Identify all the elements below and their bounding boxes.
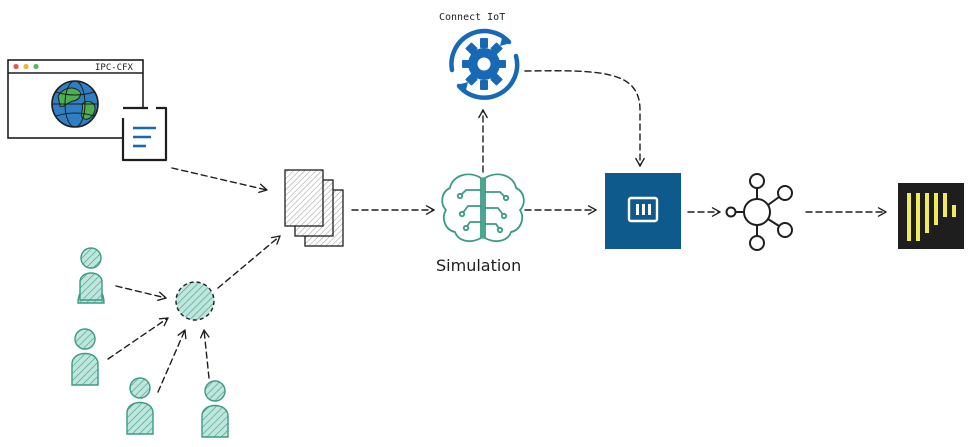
person-icon <box>77 247 105 304</box>
globe-icon <box>51 80 99 128</box>
aggregation-circle <box>175 281 215 321</box>
document-icon <box>121 106 168 162</box>
arrow-circle-to-files <box>217 235 281 289</box>
person-icon <box>71 328 99 386</box>
circuit-brain-icon <box>441 173 525 243</box>
person-icon <box>126 377 154 435</box>
arrow-connect-to-tile <box>524 70 645 167</box>
arrow-person4-to-circle <box>199 329 210 379</box>
arrow-person2-to-circle <box>107 317 169 360</box>
window-minimize-dot <box>23 63 29 70</box>
browser-title: IPC-CFX <box>95 63 134 73</box>
simulation-label: Simulation <box>436 256 521 275</box>
network-hub-icon <box>725 173 793 251</box>
arrow-document-to-files <box>171 167 268 194</box>
window-close-dot <box>13 63 19 70</box>
arrow-person3-to-circle <box>157 329 187 393</box>
window-maximize-dot <box>33 63 39 70</box>
connect-iot-label: Connect IoT <box>439 12 505 23</box>
file-stack-icon <box>284 169 344 247</box>
app-tile-icon <box>605 173 681 249</box>
arrow-person1-to-circle <box>115 285 167 301</box>
person-icon <box>201 380 229 438</box>
stream-bars-icon <box>898 183 964 249</box>
gear-sync-icon <box>449 28 520 100</box>
